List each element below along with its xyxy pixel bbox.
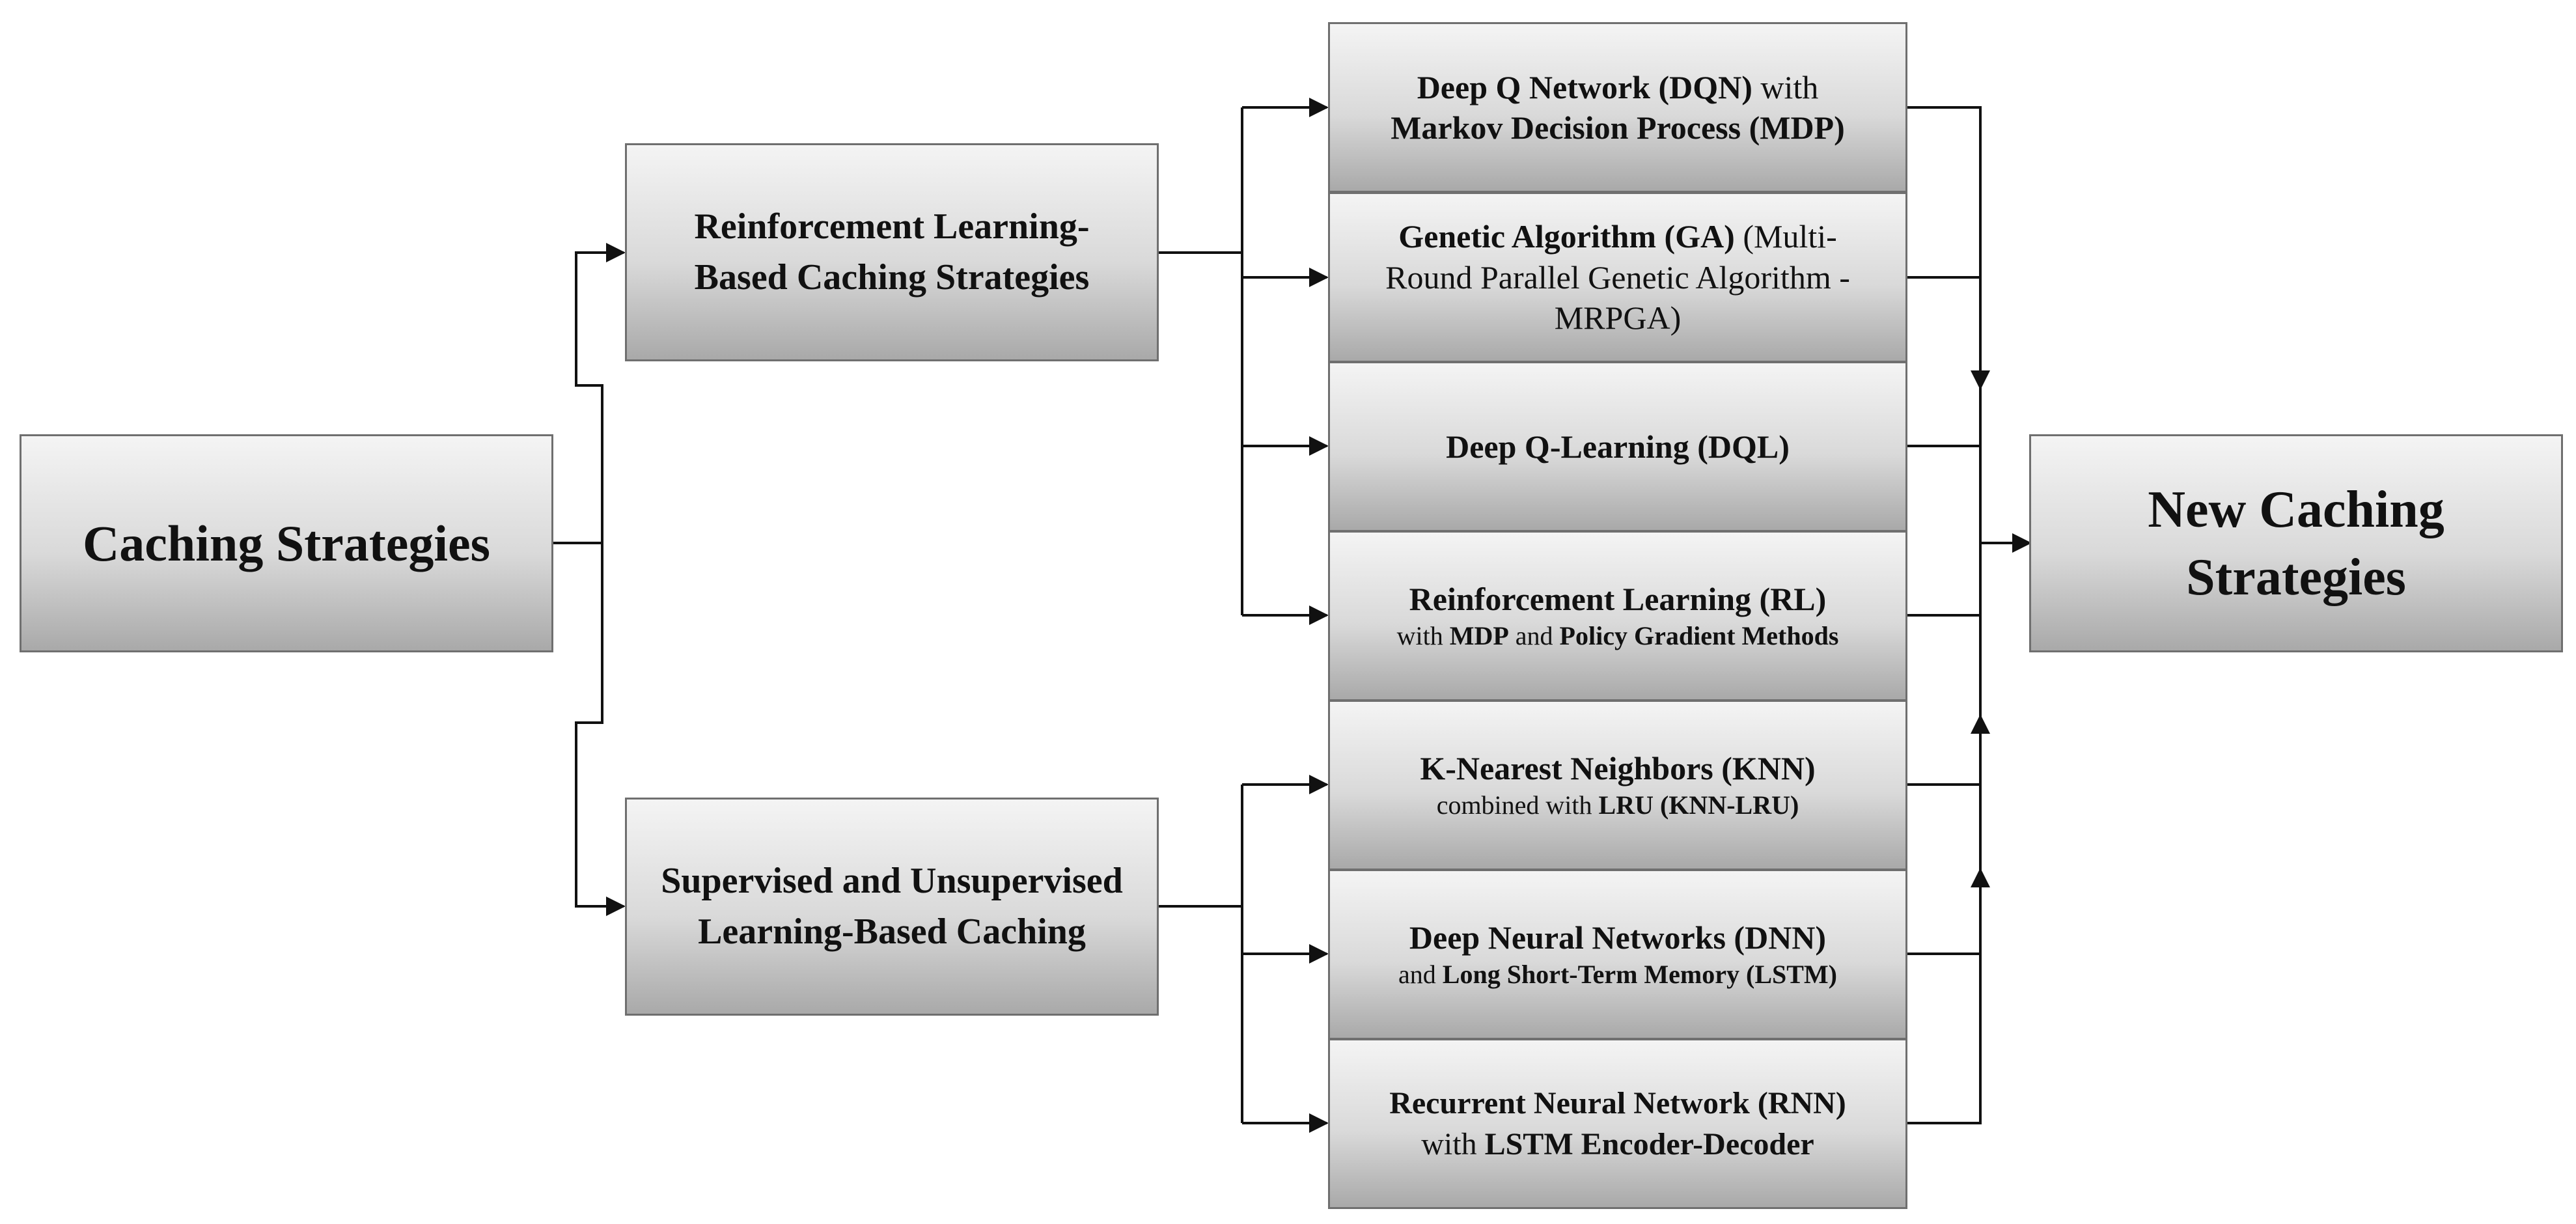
root-connector-lower: [575, 543, 626, 916]
method-node-knn-lru: K-Nearest Neighbors (KNN) combined with …: [1328, 700, 1907, 870]
root-node-caching-strategies: Caching Strategies: [20, 434, 553, 652]
method-connector-text: combined with: [1436, 790, 1599, 820]
method-name: K-Nearest Neighbors (KNN): [1420, 749, 1816, 786]
method-detail: Markov Decision Process (MDP): [1391, 109, 1845, 146]
method-name: Genetic Algorithm (GA): [1398, 218, 1735, 255]
method-node-genetic-algorithm: Genetic Algorithm (GA) (Multi-Round Para…: [1328, 192, 1907, 363]
group-node-reinforcement-learning: Reinforcement Learning-Based Caching Str…: [625, 143, 1159, 361]
root-connector: [553, 243, 626, 544]
method-detail: (Multi-Round Parallel Genetic Algorithm …: [1385, 218, 1850, 337]
result-node-label: New Caching Strategies: [2148, 480, 2444, 606]
group-node-label: Reinforcement Learning-Based Caching Str…: [694, 206, 1090, 298]
method-node-rl-mdp-policy-gradient: Reinforcement Learning (RL) with MDP and…: [1328, 531, 1907, 701]
method-connector-text: with: [1421, 1127, 1485, 1161]
group-node-supervised-unsupervised: Supervised and Unsupervised Learning-Bas…: [625, 798, 1159, 1016]
method-detail: Policy Gradient Methods: [1559, 621, 1839, 651]
method-detail: MDP: [1449, 621, 1509, 651]
method-node-dnn-lstm: Deep Neural Networks (DNN) and Long Shor…: [1328, 869, 1907, 1040]
method-detail: LRU (KNN-LRU): [1598, 790, 1799, 820]
method-connector-text: and: [1398, 960, 1443, 990]
method-connector-text: with: [1396, 621, 1450, 651]
method-detail: LSTM Encoder-Decoder: [1484, 1127, 1814, 1161]
method-connector-text: and: [1508, 621, 1560, 651]
method-detail: Long Short-Term Memory (LSTM): [1442, 960, 1837, 990]
result-node-new-caching-strategies: New Caching Strategies: [2029, 434, 2563, 652]
group-node-label: Supervised and Unsupervised Learning-Bas…: [661, 861, 1123, 952]
method-name: Deep Neural Networks (DNN): [1409, 919, 1827, 956]
method-connector-text: with: [1752, 68, 1819, 105]
method-node-dql: Deep Q-Learning (DQL): [1328, 361, 1907, 532]
root-node-label: Caching Strategies: [82, 514, 491, 572]
method-name: Recurrent Neural Network (RNN): [1389, 1085, 1846, 1120]
method-node-dqn-mdp: Deep Q Network (DQN) with Markov Decisio…: [1328, 22, 1907, 193]
method-name: Reinforcement Learning (RL): [1409, 580, 1827, 617]
method-name: Deep Q Network (DQN): [1417, 68, 1752, 105]
method-node-rnn-lstm-encoder-decoder: Recurrent Neural Network (RNN) with LSTM…: [1328, 1038, 1907, 1209]
method-name: Deep Q-Learning (DQL): [1446, 428, 1790, 465]
